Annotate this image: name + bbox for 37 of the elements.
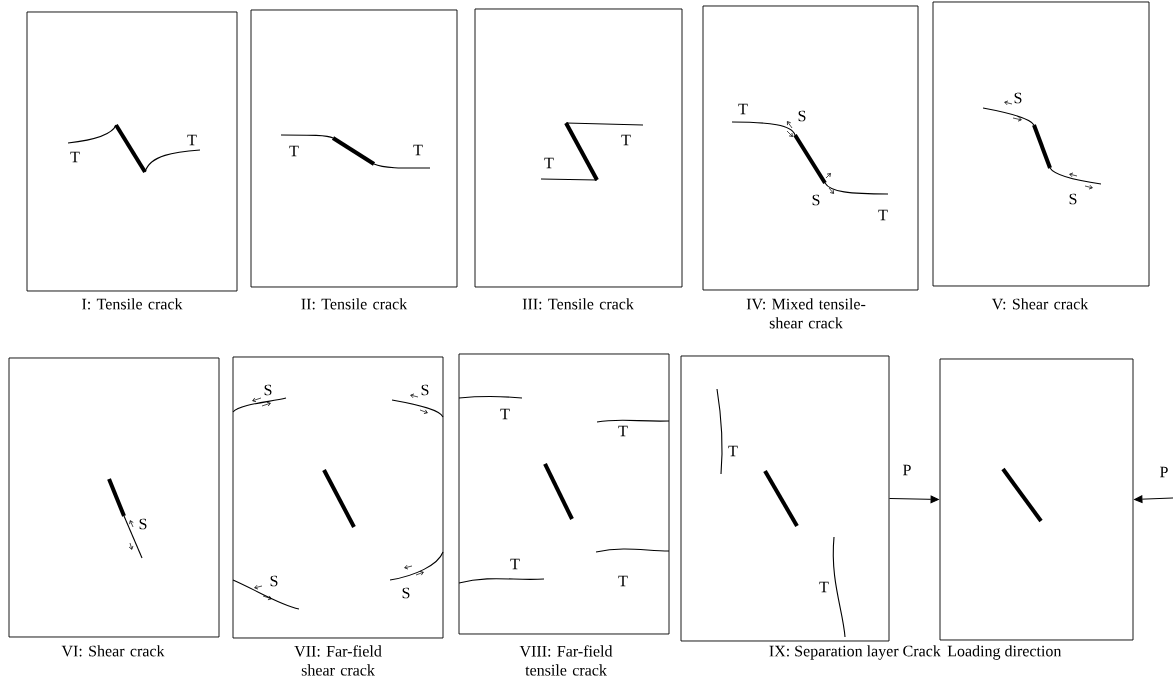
- crack-label: S: [1014, 92, 1022, 104]
- crack-label: S: [798, 110, 806, 122]
- panel-caption: V: Shear crack: [991, 298, 1089, 310]
- panel-caption: I: Tensile crack: [82, 298, 183, 310]
- panel-caption: IX: Separation layer Crack: [769, 645, 941, 660]
- crack-label: S: [402, 587, 410, 599]
- crack-label: S: [264, 384, 272, 396]
- panel-caption: Loading direction: [947, 645, 1062, 660]
- panel-caption: VIII: Far-field tensile crack: [519, 645, 613, 676]
- crack-label: S: [270, 575, 278, 587]
- arrow: [1134, 495, 1173, 504]
- crack-label: T: [738, 103, 748, 115]
- crack-label: S: [421, 384, 429, 396]
- crack-label: T: [728, 445, 738, 457]
- edge-label: P: [901, 463, 913, 477]
- panel-caption: VII: Far-field shear crack: [294, 645, 382, 676]
- panel-caption: VI: Shear crack: [61, 645, 165, 657]
- crack-label: T: [510, 558, 520, 570]
- crack-label: T: [878, 209, 888, 221]
- crack-label: T: [618, 575, 628, 587]
- crack-label: S: [139, 518, 147, 530]
- crack-label: T: [621, 134, 631, 146]
- crack-label: S: [1069, 193, 1077, 205]
- crack-label: T: [618, 425, 628, 437]
- crack-label: T: [819, 581, 829, 593]
- edge-label: P: [1158, 465, 1170, 479]
- crack-label: S: [812, 194, 820, 206]
- panel-caption: II: Tensile crack: [301, 298, 408, 310]
- crack-label: T: [544, 157, 554, 169]
- crack-label: T: [289, 145, 299, 157]
- crack-label: T: [187, 134, 197, 146]
- crack-label: T: [413, 144, 423, 156]
- crack-label: T: [70, 151, 80, 163]
- panel-caption: III: Tensile crack: [522, 298, 634, 310]
- panel-caption: IV: Mixed tensile-shear crack: [746, 298, 866, 329]
- arrow: [888, 495, 939, 504]
- crack-label: T: [500, 408, 510, 420]
